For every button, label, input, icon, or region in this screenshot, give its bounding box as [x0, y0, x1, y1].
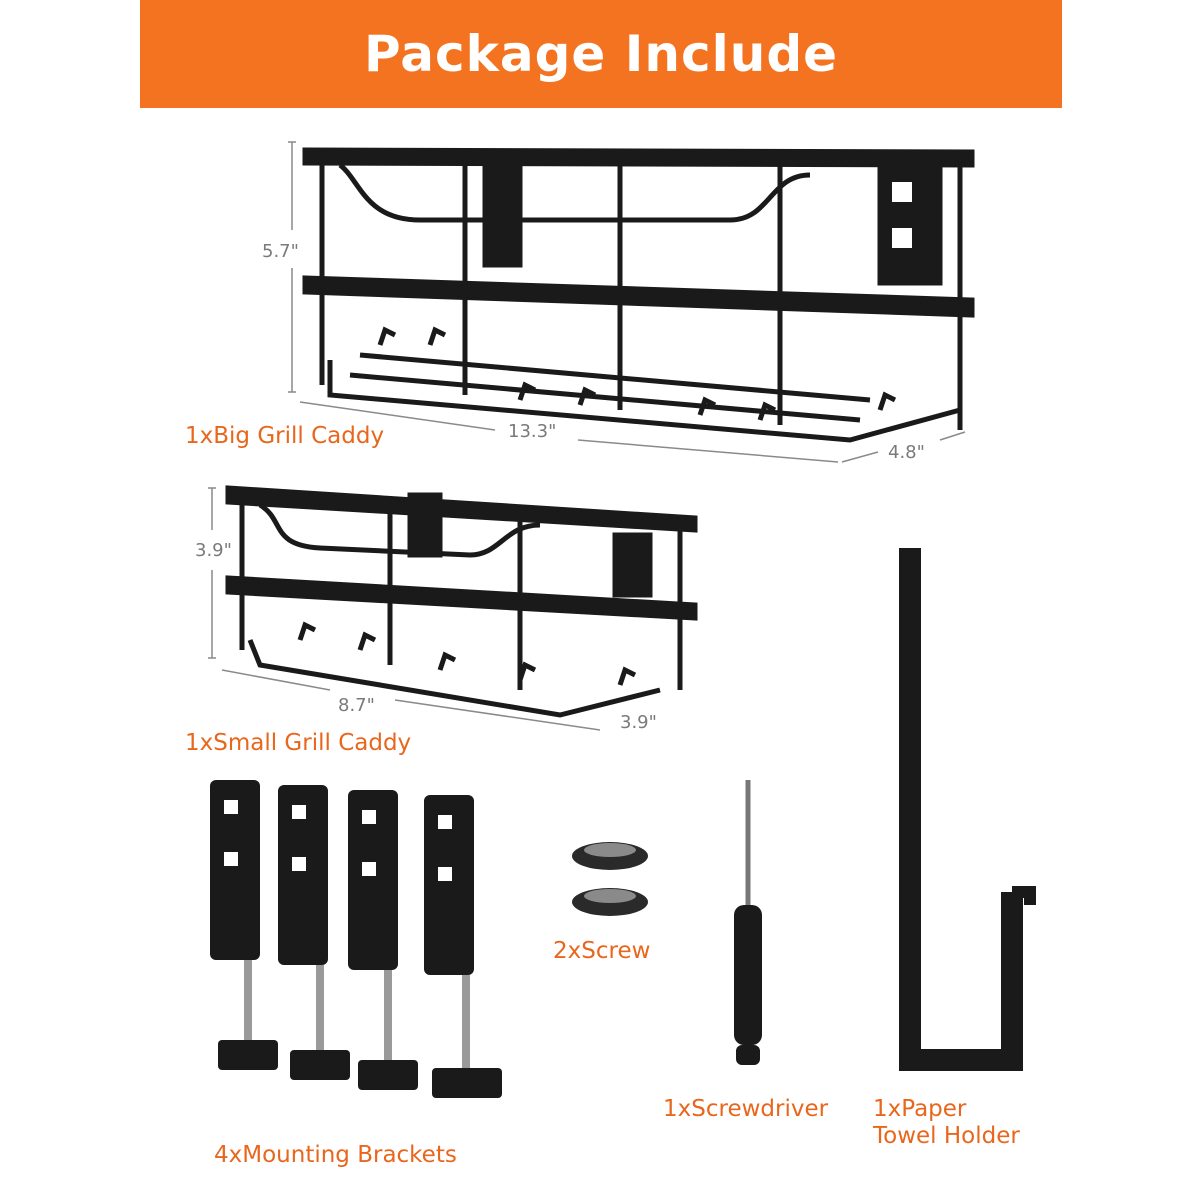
big-caddy-depth: 4.8" — [888, 442, 925, 463]
banner-title: Package Include — [363, 25, 839, 83]
towel-holder-label-line2: Towel Holder — [873, 1123, 1020, 1149]
screwdriver-label: 1xScrewdriver — [663, 1096, 829, 1122]
header-banner: Package Include — [140, 0, 1062, 108]
big-caddy-length: 13.3" — [508, 421, 557, 442]
big-caddy-label: 1xBig Grill Caddy — [185, 423, 385, 449]
small-caddy-depth: 3.9" — [620, 712, 657, 733]
brackets-label: 4xMounting Brackets — [214, 1142, 457, 1168]
big-grill-caddy-image — [302, 147, 975, 443]
small-caddy-dimension-lines — [208, 487, 601, 731]
small-caddy-label: 1xSmall Grill Caddy — [185, 730, 412, 756]
paper-towel-holder-image — [899, 548, 1036, 1071]
screwdriver-image — [734, 780, 762, 1065]
screws-image — [572, 842, 648, 916]
screws-label: 2xScrew — [553, 938, 651, 964]
small-caddy-length: 8.7" — [338, 695, 375, 716]
towel-holder-label-line1: 1xPaper — [873, 1096, 967, 1122]
small-caddy-height: 3.9" — [195, 540, 232, 561]
big-caddy-dimension-lines — [288, 141, 966, 463]
small-grill-caddy-image — [225, 485, 698, 718]
big-caddy-height: 5.7" — [262, 241, 299, 262]
mounting-brackets-image — [210, 780, 502, 1098]
